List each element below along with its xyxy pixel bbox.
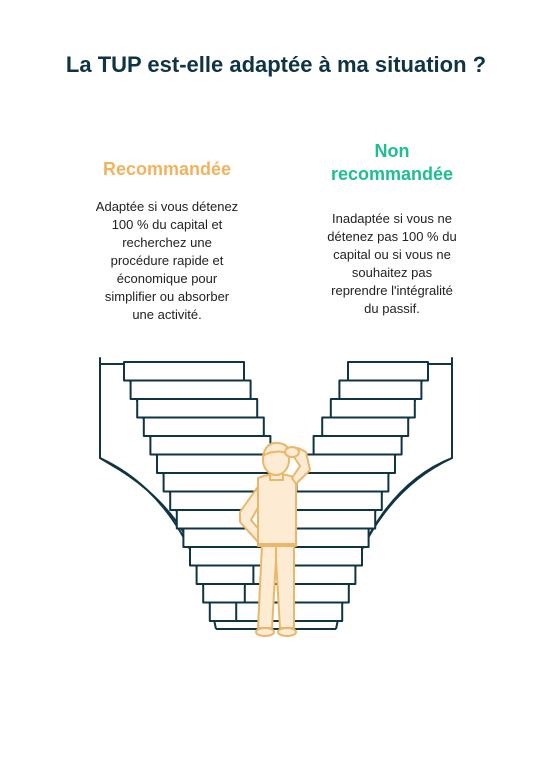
left-step [136,398,259,419]
left-step [142,416,265,437]
page-title: La TUP est-elle adaptée à ma situation ? [65,52,487,77]
right-step [312,435,403,456]
thinking-person-icon [239,441,311,637]
recommended-column: Recommandée Adaptée si vous détenez 100 … [52,158,282,324]
left-step [149,435,272,456]
not-recommended-description: Inadaptée si vous ne détenez pas 100 % d… [327,211,457,316]
left-step [123,361,245,382]
right-step [329,398,416,419]
right-step [338,379,423,400]
not-recommended-heading: Non recommandée [330,141,454,184]
not-recommended-column: Non recommandée Inadaptée si vous ne dét… [292,140,492,318]
right-step [286,490,383,511]
right-step [347,361,429,382]
right-step [321,416,410,437]
left-step [156,453,278,474]
recommended-description: Adaptée si vous détenez 100 % du capital… [95,199,239,322]
left-step [129,379,252,400]
right-step [304,453,396,474]
recommended-heading: Recommandée [102,159,232,179]
right-step [295,472,390,493]
